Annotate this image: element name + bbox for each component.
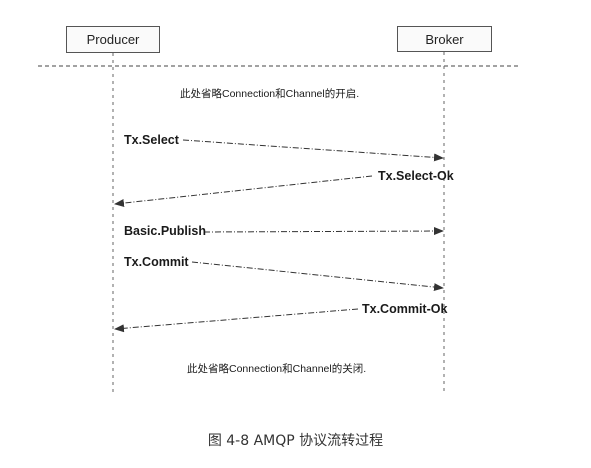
message-basic-publish-arrow: [203, 227, 444, 236]
broker-participant-box: Broker: [397, 26, 492, 52]
message-tx-commit-ok-label: Tx.Commit-Ok: [362, 302, 448, 316]
note-connection-close: 此处省略Connection和Channel的关闭.: [187, 363, 367, 375]
figure-caption: 图 4-8 AMQP 协议流转过程: [207, 433, 384, 449]
message-tx-select-label: Tx.Select: [124, 133, 179, 147]
message-tx-select-arrow: [182, 139, 444, 162]
message-tx-commit-ok-arrow: [114, 308, 359, 333]
message-tx-select-ok-label: Tx.Select-Ok: [378, 169, 454, 183]
message-tx-commit-label: Tx.Commit: [124, 255, 189, 269]
producer-participant-box: Producer: [66, 26, 160, 53]
note-connection-open: 此处省略Connection和Channel的开启.: [180, 88, 360, 100]
broker-label: Broker: [425, 31, 464, 47]
message-basic-publish-label: Basic.Publish: [124, 224, 206, 238]
message-tx-commit-arrow: [191, 261, 444, 292]
message-tx-select-ok-arrow: [114, 175, 373, 208]
producer-label: Producer: [86, 32, 140, 47]
